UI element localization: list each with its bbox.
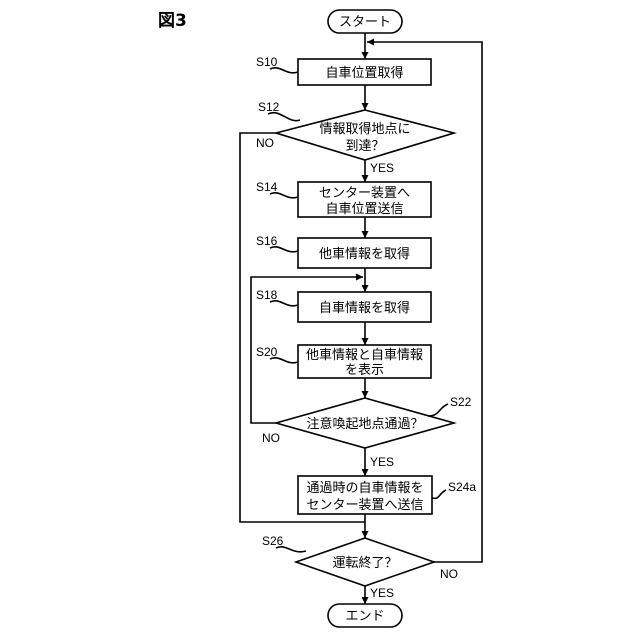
branch-label-s12-yes: YES <box>370 161 394 175</box>
figure-title: 図3 <box>158 11 187 31</box>
branch-label-s12-no: NO <box>256 136 274 150</box>
leader-s22 <box>428 404 448 416</box>
leader-s14 <box>270 193 298 198</box>
step-label-s22: S22 <box>450 395 472 409</box>
step-label-s26: S26 <box>262 534 284 548</box>
decision-s12-line1: 情報取得地点に <box>319 121 410 137</box>
process-s14-line2: 自車位置送信 <box>325 202 403 217</box>
branch-label-s22-yes: YES <box>370 455 394 469</box>
leader-s26 <box>276 547 306 552</box>
start-terminal-text: スタート <box>339 15 391 30</box>
leader-s10 <box>270 68 298 73</box>
end-terminal: エンド <box>328 604 402 627</box>
process-s10: 自車位置取得 <box>298 59 431 85</box>
branch-label-s22-no: NO <box>262 431 280 445</box>
process-s24a: 通過時の自車情報を センター装置へ送信 <box>298 476 432 514</box>
decision-s26: 運転終了？ <box>296 538 434 586</box>
process-s24a-line1: 通過時の自車情報を <box>306 481 423 496</box>
decision-s12-line2: 到達？ <box>345 139 384 154</box>
decision-s26-text: 運転終了？ <box>332 555 397 571</box>
start-terminal: スタート <box>328 10 402 33</box>
process-s16: 他車情報を取得 <box>298 238 431 268</box>
leader-s20 <box>270 358 298 363</box>
decision-s12: 情報取得地点に 到達？ <box>276 110 454 160</box>
branch-label-s26-no: NO <box>440 567 458 581</box>
process-s24a-line2: センター装置へ送信 <box>306 498 423 513</box>
process-s14: センター装置へ 自車位置送信 <box>298 182 431 217</box>
process-s16-text: 他車情報を取得 <box>319 246 410 262</box>
step-label-s18: S18 <box>256 288 278 302</box>
process-s18: 自車情報を取得 <box>298 292 431 322</box>
step-label-s12: S12 <box>258 100 280 114</box>
process-s10-text: 自車位置取得 <box>325 65 403 81</box>
leader-s16 <box>270 247 298 252</box>
process-s18-text: 自車情報を取得 <box>319 300 410 316</box>
decision-s22: 注意喚起地点通過？ <box>276 398 454 448</box>
process-s14-line1: センター装置へ <box>319 186 410 201</box>
step-label-s16: S16 <box>256 234 278 248</box>
step-label-s24a: S24a <box>448 480 476 494</box>
step-label-s10: S10 <box>256 55 278 69</box>
end-terminal-text: エンド <box>345 609 384 624</box>
leader-s24a <box>432 490 446 498</box>
step-label-s14: S14 <box>256 180 278 194</box>
process-s20-line2: を表示 <box>345 363 384 378</box>
branch-label-s26-yes: YES <box>370 586 394 600</box>
process-s20-line1: 他車情報と自車情報 <box>306 348 423 363</box>
decision-s22-text: 注意喚起地点通過？ <box>306 416 423 432</box>
step-label-s20: S20 <box>256 345 278 359</box>
process-s20: 他車情報と自車情報 を表示 <box>298 345 431 378</box>
leader-s18 <box>270 301 298 306</box>
